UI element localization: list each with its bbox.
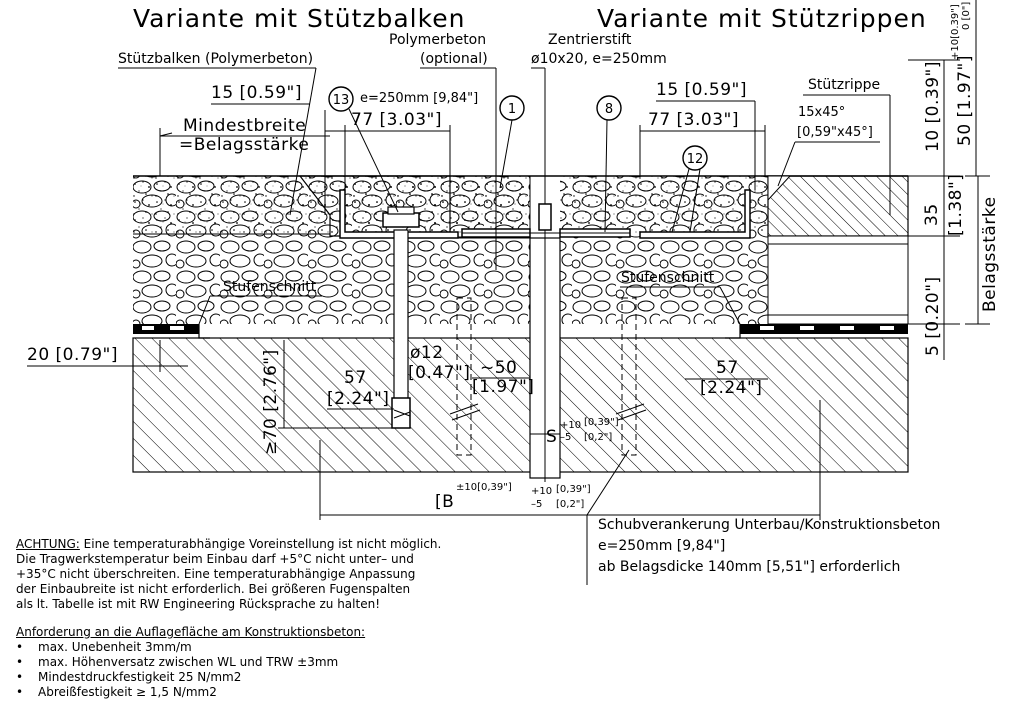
dim-57-left-inch: [2.24"] <box>327 389 389 409</box>
tol-b-minus: –5 <box>531 499 542 510</box>
tol-s-minus-inch: [0,2"] <box>584 432 612 443</box>
requirements-title: Anforderung an die Auflagefläche am Kons… <box>16 625 366 639</box>
polymer-concrete-block <box>449 175 531 239</box>
svg-text:13: 13 <box>333 93 350 108</box>
svg-text:1: 1 <box>508 102 516 117</box>
spacing-13-label: e=250mm [9,84"] <box>360 91 478 106</box>
support-rib <box>767 175 909 237</box>
shear-anchor-right <box>621 297 637 456</box>
dim-35-inch: [1.38"] <box>946 174 966 236</box>
min-width-label-2: =Belagsstärke <box>179 135 309 155</box>
pin-spec-label: ø10x20, e=250mm <box>531 51 667 67</box>
warning-line-4: der Einbaubreite ist nicht erforderlich.… <box>16 582 411 596</box>
step-cut-right-label: Stufenschnitt <box>621 270 715 286</box>
steel-profile-left <box>339 189 459 239</box>
tol-s-minus: –5 <box>560 432 571 443</box>
rib-chamfer <box>767 175 792 202</box>
warning-line-2: Die Tragwerkstemperatur beim Einbau darf… <box>16 552 414 566</box>
requirement-item: max. Unebenheit 3mm/m <box>16 640 496 655</box>
dim-50: ~50 <box>480 358 517 378</box>
tol-b-minus-inch: [0,2"] <box>556 499 584 510</box>
dim-right-tol-top-b: 0 [0"] <box>961 2 972 30</box>
tol-b-top: ±10[0,39"] <box>456 482 512 493</box>
dim-15-right: 15 [0.59"] <box>656 80 747 100</box>
right-layer-lower <box>767 235 909 325</box>
dim-77-left: 77 [3.03"] <box>351 110 442 130</box>
shear-anchor-left <box>456 297 472 456</box>
chamfer-label: 15x45° <box>798 105 845 120</box>
dim-b: [B <box>435 492 454 512</box>
shear-line-3: ab Belagsdicke 140mm [5,51"] erforderlic… <box>598 559 901 575</box>
shear-line-1: Schubverankerung Unterbau/Konstruktionsb… <box>598 517 941 533</box>
requirement-item: Mindestdruckfestigkeit 25 N/mm2 <box>16 670 496 685</box>
structural-concrete <box>132 337 909 473</box>
dim-50-inch: [1.97"] <box>472 377 534 397</box>
dim-70: ≥70 [2.76"] <box>261 349 281 455</box>
centering-pin-label: Zentrierstift <box>548 32 632 48</box>
dim-s: S <box>546 427 557 447</box>
tol-s-plus-inch: [0,39"] <box>584 417 619 428</box>
notes-block: ACHTUNG: Eine temperaturabhängige Vorein… <box>16 537 496 700</box>
callout-8: 8 <box>596 95 622 233</box>
tol-b-plus-inch: [0,39"] <box>556 484 591 495</box>
step-cut-right <box>725 324 741 339</box>
membrane-left <box>133 324 199 334</box>
callout-12: 12 <box>671 145 708 233</box>
polymer-concrete-label: Polymerbeton <box>389 32 486 48</box>
optional-label: (optional) <box>420 51 488 67</box>
steel-profile-right <box>639 189 751 239</box>
warning-label: ACHTUNG: <box>16 537 80 551</box>
support-rib-label: Stützrippe <box>808 77 880 93</box>
dim-right-20: 5 [0.20"] <box>923 276 943 356</box>
centering-pin <box>538 203 552 231</box>
warning-line-5: als lt. Tabelle ist mit RW Engineering R… <box>16 597 381 611</box>
dim-15-left: 15 [0.59"] <box>211 83 302 103</box>
anchor-bolt <box>393 229 409 426</box>
warning-line-1: ACHTUNG: Eine temperaturabhängige Vorein… <box>16 537 442 551</box>
wearing-course-right <box>560 176 768 234</box>
shear-anchorage-note: Schubverankerung Unterbau/Konstruktionsb… <box>598 515 940 578</box>
dim-77-right: 77 [3.03"] <box>648 110 739 130</box>
requirements-list: max. Unebenheit 3mm/m max. Höhenversatz … <box>16 640 496 700</box>
pavement-thickness-label: Belagsstärke <box>980 196 1000 312</box>
dim-57-right: 57 <box>716 358 739 378</box>
dim-57-left: 57 <box>344 368 367 388</box>
min-width-label-1: Mindestbreite <box>183 116 306 136</box>
requirement-item: max. Höhenversatz zwischen WL und TRW ±3… <box>16 655 496 670</box>
dim-right-tol-top: +10[0.39"] <box>950 4 961 60</box>
dim-12: ø12 <box>410 343 444 363</box>
shear-line-2: e=250mm [9,84"] <box>598 538 726 554</box>
dim-right-50: 50 [1.97"] <box>955 55 975 146</box>
support-beam-label: Stützbalken (Polymerbeton) <box>118 51 313 67</box>
dim-20: 20 [0.79"] <box>27 345 118 365</box>
dim-35: 35 <box>922 203 942 226</box>
svg-text:8: 8 <box>605 102 613 117</box>
svg-text:12: 12 <box>687 152 704 167</box>
title-right: Variante mit Stützrippen <box>597 4 927 33</box>
warning-line-3: +35°C nicht überschreiten. Eine temperat… <box>16 567 416 581</box>
step-cut-left <box>198 324 210 339</box>
requirement-item: Abreißfestigkeit ≥ 1,5 N/mm2 <box>16 685 496 700</box>
callout-1: 1 <box>499 95 525 189</box>
tol-b-plus: +10 <box>531 486 552 497</box>
membrane-right <box>740 324 908 334</box>
dim-57-right-inch: [2.24"] <box>700 378 762 398</box>
title-left: Variante mit Stützbalken <box>133 4 465 33</box>
callout-13: 13 <box>328 86 399 213</box>
tol-s-plus: +10 <box>560 420 581 431</box>
step-cut-left-label: Stufenschnitt <box>223 279 317 295</box>
dim-right-10: 10 [0.39"] <box>923 61 943 152</box>
chamfer-inch-label: [0,59"x45°] <box>797 125 873 140</box>
dim-12-inch: [0.47"] <box>408 363 470 383</box>
bolt-nut <box>382 212 420 228</box>
